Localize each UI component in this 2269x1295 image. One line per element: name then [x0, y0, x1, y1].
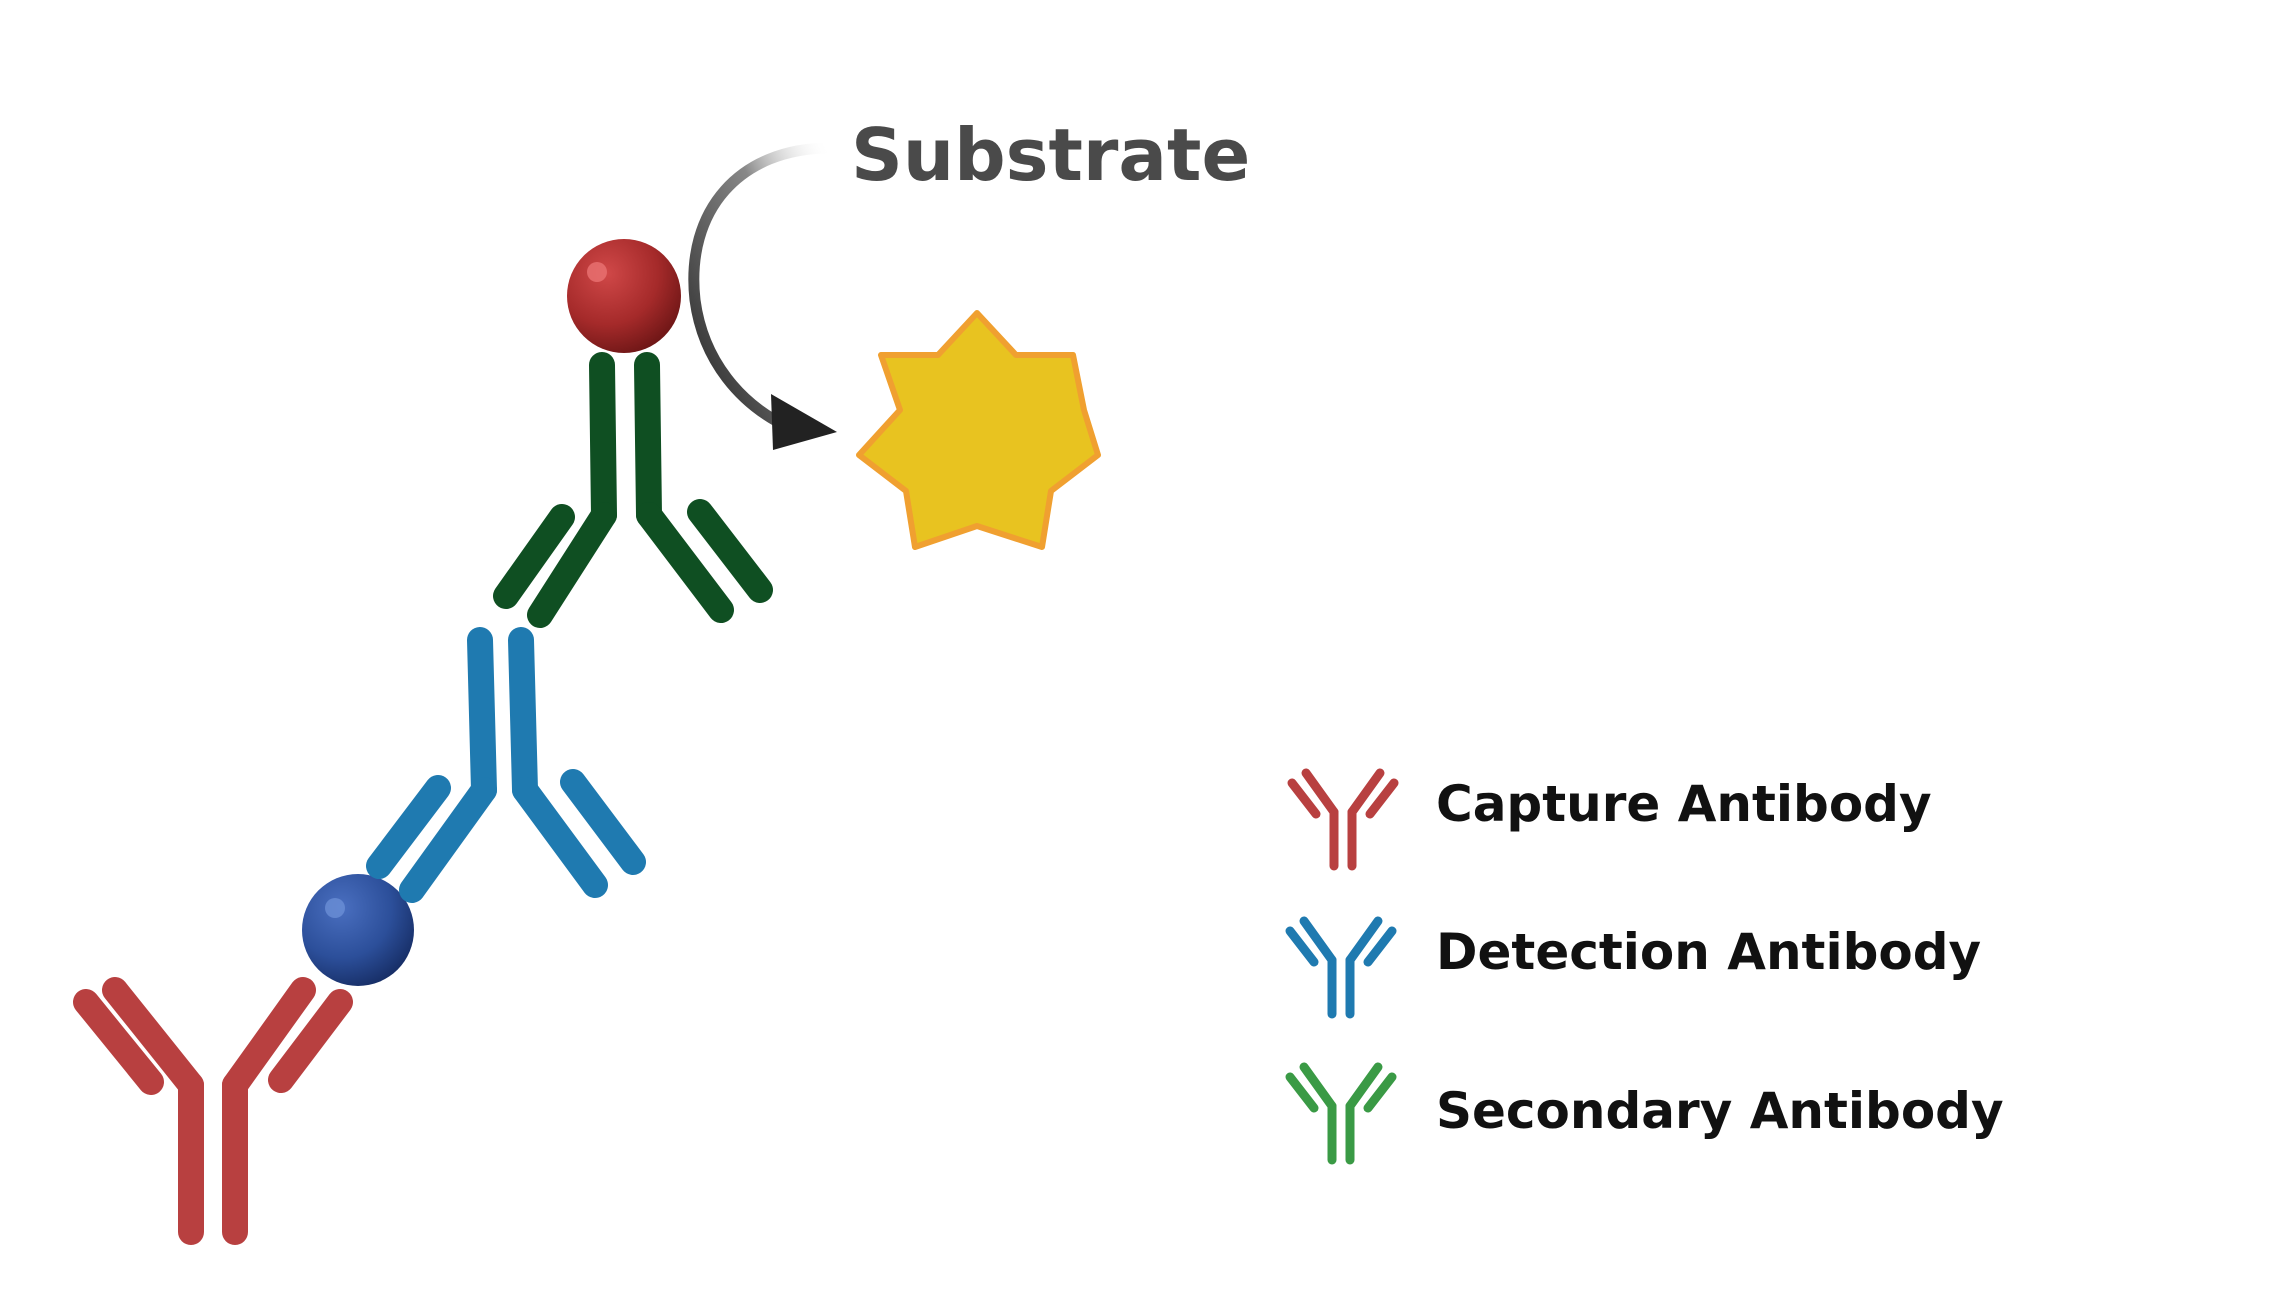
signal-star [856, 310, 1101, 550]
reaction-arrow [688, 142, 836, 434]
analyte-highlight [325, 898, 345, 918]
substrate-label: Substrate [851, 113, 1251, 197]
legend-label-secondary: Secondary Antibody [1436, 1082, 2004, 1140]
detection-antibody [366, 627, 646, 903]
detection-antibody-icon [1285, 916, 1397, 1019]
legend-label-capture: Capture Antibody [1436, 775, 1932, 833]
secondary-antibody [493, 352, 773, 628]
legend-label-detection: Detection Antibody [1436, 923, 1982, 981]
enzyme-ball [567, 239, 681, 353]
analyte-ball [302, 874, 414, 986]
capture-antibody [73, 977, 353, 1245]
reaction-arrowhead [771, 394, 837, 450]
capture-antibody-icon [1287, 768, 1399, 871]
secondary-antibody-icon [1285, 1062, 1397, 1165]
enzyme-highlight [587, 262, 607, 282]
